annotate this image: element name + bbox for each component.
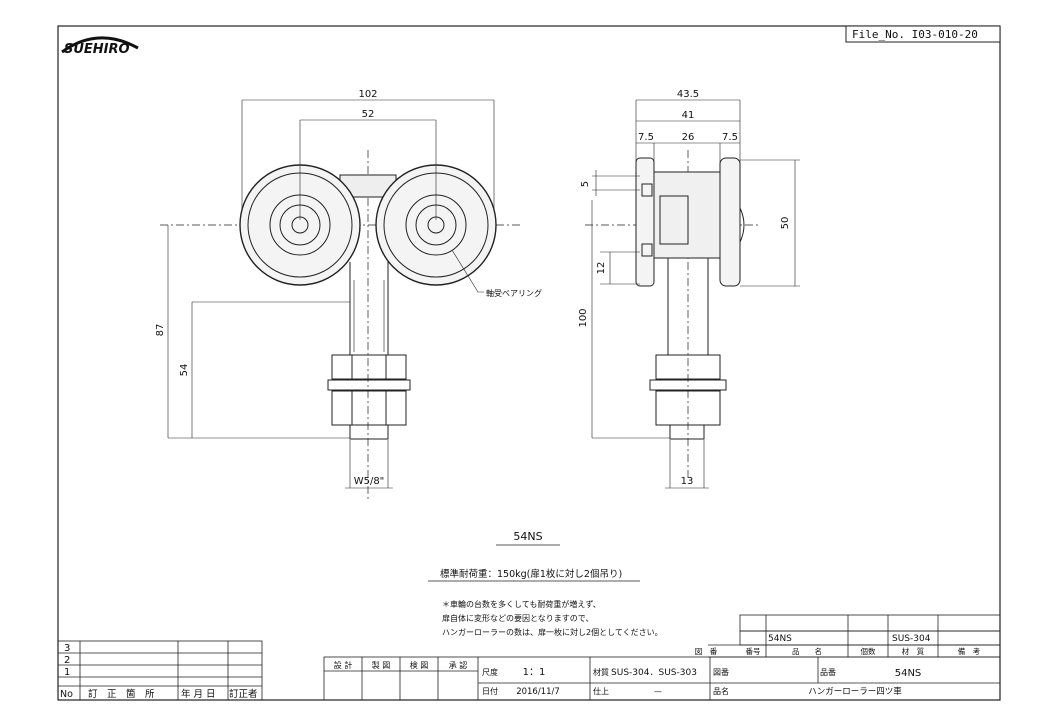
label-date: 日付 [482,686,498,696]
parts-header-name: 品 名 [792,646,822,656]
bearing-label: 軸受ベアリング [486,288,542,298]
revision-header-editor: 訂正者 [229,688,258,700]
note-line-3: ハンガーローラーの数は、扉一枚に対し2個としてください。 [442,627,663,637]
dim-87: 87 [155,324,166,337]
dim-7-5-right: 7.5 [722,132,738,143]
label-drawn: 製 図 [372,660,391,670]
material-value: SUS-304．SUS-303 [611,668,697,678]
parts-header-drawing-no: 図 番 [695,646,718,656]
label-approve: 承 認 [449,660,468,670]
parts-header-qty: 個数 [861,646,876,656]
label-drawing-no: 図番 [713,667,729,677]
revision-row-1: 1 [64,667,70,678]
parts-header-remarks: 備 考 [958,646,981,656]
load-note: 標準耐荷重：150kg(扉1枚に対し2個吊り) [440,568,622,580]
dim-43-5: 43.5 [677,89,699,100]
parts-header-number: 番号 [746,646,761,656]
label-material: 材質 [593,667,609,677]
product-name-value: ハンガーローラー四ツ車 [808,686,902,697]
revision-header-date: 年 月 日 [181,688,216,700]
logo-text: SUEHIRO [64,42,130,57]
label-scale: 尺度 [482,667,498,677]
logo: SUEHIRO [61,36,139,57]
label-finish: 仕上 [593,686,609,696]
product-no-value: 54NS [895,668,922,679]
dim-52: 52 [362,109,375,120]
dim-thread: W5/8" [354,476,385,487]
label-product-name: 品名 [713,686,729,696]
title-block [323,656,1001,701]
dim-13: 13 [681,476,694,487]
dim-26: 26 [682,132,695,143]
dim-50: 50 [780,217,791,230]
label-design: 設 計 [334,660,353,670]
revision-header-location: 訂 正 箇 所 [88,688,155,700]
dim-100: 100 [578,308,589,327]
front-view [160,99,520,500]
sheet-frame [57,25,1001,701]
revision-header-no: No [60,689,73,700]
file-number: File_No. I03-010-20 [852,28,978,41]
parts-row-material: SUS-304 [892,634,931,644]
parts-row-name: 54NS [768,634,792,644]
label-check: 検 図 [410,660,429,670]
finish-value: — [654,687,662,696]
dim-54: 54 [179,364,190,377]
label-product-no: 品番 [820,667,836,677]
parts-header-material: 材 質 [902,646,925,656]
dim-5: 5 [580,181,591,187]
revision-row-3: 3 [64,643,70,654]
revision-row-2: 2 [64,655,70,666]
side-view [585,99,800,489]
dim-7-5-left: 7.5 [638,132,654,143]
note-line-2: 扉自体に変形などの要因となりますので、 [442,613,593,623]
date-value: 2016/11/7 [516,687,560,697]
revision-table [57,640,263,701]
dim-102: 102 [358,89,377,100]
scale-value: 1：1 [523,667,546,678]
note-line-1: ＊車輪の台数を多くしても耐荷重が増えず、 [442,599,601,609]
file-number-box [845,25,1001,43]
dim-41: 41 [682,110,695,121]
model-label: 54NS [513,530,542,543]
dim-12: 12 [596,262,607,275]
